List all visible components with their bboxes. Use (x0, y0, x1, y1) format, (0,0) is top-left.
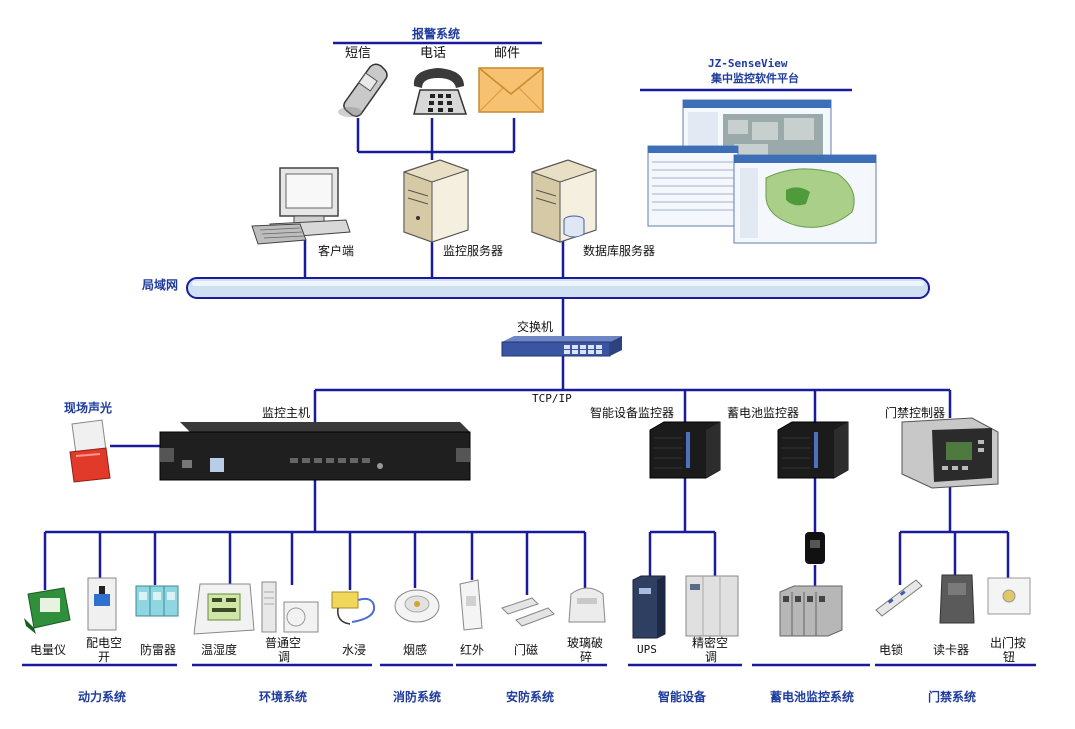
envelope-icon (478, 67, 544, 113)
switch-label: 交换机 (517, 320, 554, 334)
group-security-label: 安防系统 (506, 690, 555, 704)
database-server-label: 数据库服务器 (583, 244, 656, 258)
door-magnet-label: 门磁 (514, 643, 539, 657)
exit-button-label-line2: 钮 (1003, 650, 1016, 664)
door-magnet-icon (501, 597, 555, 627)
battery-sensor-icon (805, 532, 825, 564)
precision-ac-icon (685, 575, 739, 637)
infrared-sensor-icon (459, 579, 483, 631)
client-computer-icon (251, 167, 351, 245)
battery-monitor-label: 蓄电池监控器 (727, 406, 800, 420)
thermo-hygrometer-icon (193, 583, 255, 635)
circuit-breaker-icon (87, 577, 117, 631)
smoke-label: 烟感 (403, 643, 428, 657)
card-reader-label: 读卡器 (933, 643, 970, 657)
water-leak-label: 水浸 (342, 643, 367, 657)
power-meter-label: 电量仪 (30, 643, 67, 657)
access-controller-label: 门禁控制器 (885, 406, 946, 420)
breaker-label-line1: 配电空 (86, 636, 123, 650)
lan-label: 局域网 (142, 278, 179, 292)
precision-ac-label-line1: 精密空 (692, 636, 729, 650)
onsite-alarm-label: 现场声光 (64, 401, 113, 415)
software-screenshot (647, 99, 877, 244)
main-host-label: 监控主机 (262, 406, 311, 420)
protocol-label: TCP/IP (532, 392, 572, 405)
group-smart-label: 智能设备 (658, 690, 707, 704)
alarm-system-title: 报警系统 (412, 27, 461, 41)
sms-label: 短信 (345, 46, 372, 61)
monitor-server-label: 监控服务器 (443, 244, 504, 258)
ups-icon (632, 575, 666, 639)
ups-label: UPS (637, 643, 657, 656)
electric-lock-icon (875, 579, 923, 617)
infrared-label: 红外 (460, 643, 485, 657)
battery-bank-icon (779, 585, 843, 637)
access-controller-icon (901, 417, 999, 489)
water-leak-sensor-icon (331, 591, 376, 625)
email-label: 邮件 (494, 46, 521, 61)
exit-button-icon (987, 577, 1031, 615)
card-reader-icon (939, 574, 975, 624)
glass-break-detector-icon (568, 587, 606, 623)
network-switch-icon (501, 336, 622, 357)
surge-protector-icon (135, 585, 179, 617)
glass-break-label-line1: 玻璃破 (567, 636, 604, 650)
lan-bus (186, 277, 930, 299)
monitor-server-icon (403, 159, 469, 243)
group-access-label: 门禁系统 (928, 690, 977, 704)
breaker-label-line2: 开 (98, 650, 111, 664)
temp-humidity-label: 温湿度 (201, 643, 238, 657)
air-conditioner-icon (261, 581, 319, 633)
ac-label-line1: 普通空 (265, 636, 302, 650)
smoke-detector-icon (394, 589, 440, 623)
desk-phone-icon (413, 68, 468, 115)
exit-button-label-line1: 出门按 (990, 636, 1027, 650)
strobe-alarm-icon (69, 419, 111, 483)
power-meter-icon (24, 587, 71, 634)
database-server-icon (531, 159, 597, 243)
software-subtitle: 集中监控软件平台 (711, 72, 799, 85)
mobile-phone-icon (338, 63, 388, 118)
precision-ac-label-line2: 调 (705, 650, 718, 664)
group-battery-label: 蓄电池监控系统 (770, 690, 855, 704)
main-host-icon (159, 422, 471, 481)
smart-monitor-label: 智能设备监控器 (590, 406, 675, 420)
battery-monitor-icon (777, 421, 849, 479)
glass-break-label-line2: 碎 (580, 650, 593, 664)
ac-label-line2: 调 (278, 650, 291, 664)
client-label: 客户端 (318, 244, 355, 258)
group-fire-label: 消防系统 (393, 690, 442, 704)
lightning-label: 防雷器 (140, 643, 177, 657)
electric-lock-label: 电锁 (879, 643, 904, 657)
software-name: JZ-SenseView (708, 57, 788, 70)
smart-device-monitor-icon (649, 421, 721, 479)
group-power-label: 动力系统 (78, 690, 127, 704)
phone-label: 电话 (420, 46, 447, 61)
group-environment-label: 环境系统 (259, 690, 308, 704)
